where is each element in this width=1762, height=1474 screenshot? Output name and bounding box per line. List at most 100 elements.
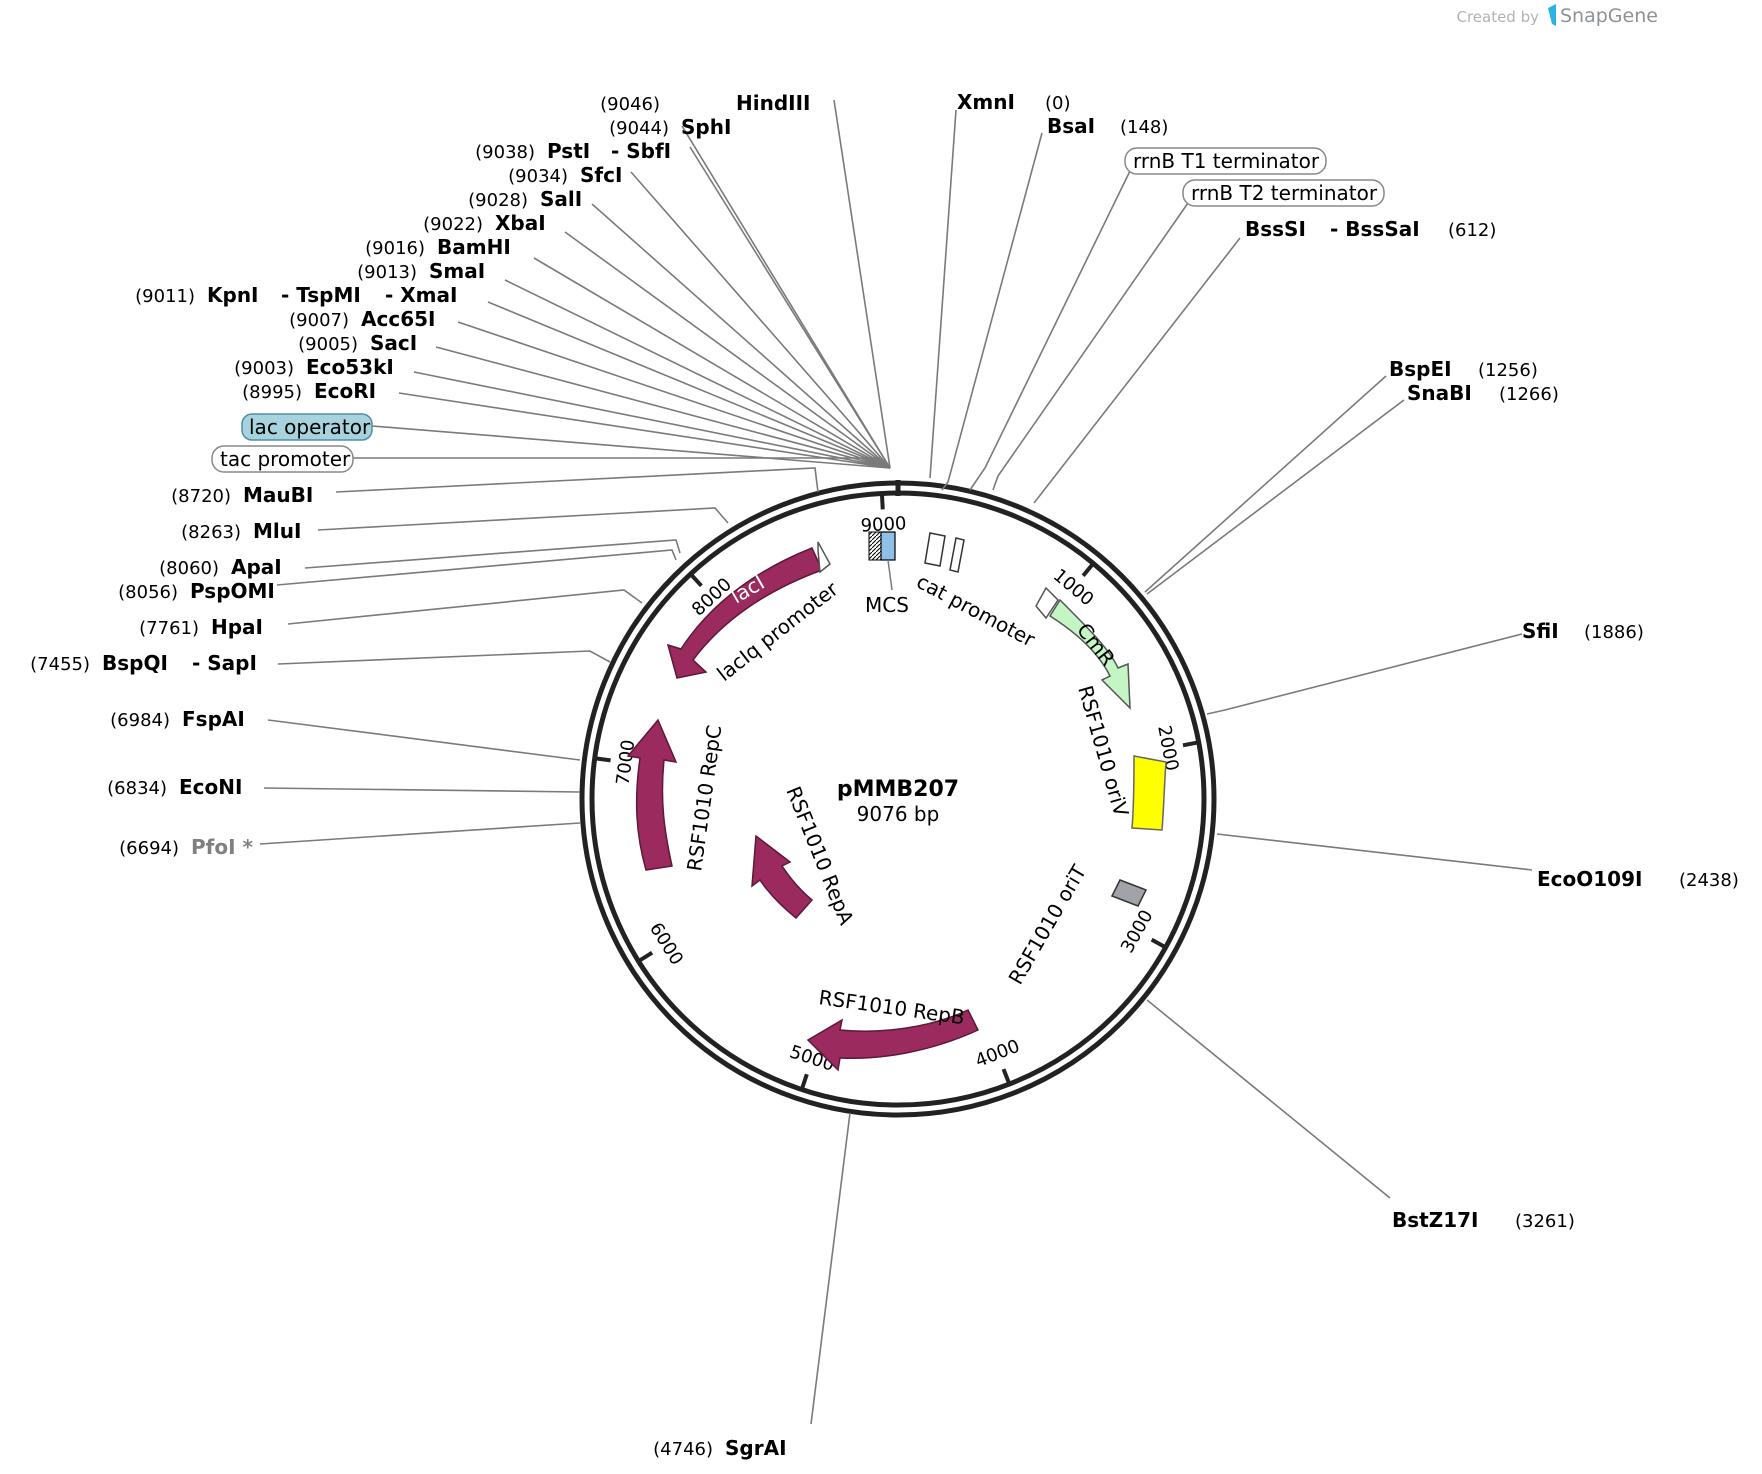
site-sgrai[interactable]: (4746) SgrAI [653, 1436, 786, 1460]
tac-promoter-label-box[interactable] [211, 445, 354, 473]
snapgene-credit[interactable]: Created by SnapGene [1456, 4, 1658, 27]
rrnb-t1-label-box[interactable] [1124, 147, 1327, 175]
site-pfoi[interactable]: (6694) PfoI * [119, 835, 253, 859]
feature-rsf1010-orit[interactable] [1110, 879, 1148, 907]
site-pos: (8263) [181, 522, 241, 543]
site-mlui[interactable]: (8263) MluI [181, 519, 301, 543]
feature-rsf1010-repb[interactable] [806, 1009, 980, 1072]
feature-rsf1010-repa[interactable] [751, 834, 814, 920]
site-pos: (3261) [1515, 1211, 1575, 1232]
leader-hpai [287, 589, 643, 625]
site-ecori[interactable]: (8995) EcoRI [242, 379, 376, 403]
site-sali[interactable]: (9028) SalI [468, 187, 582, 211]
leader-xmni [929, 109, 957, 479]
leader-apai [304, 539, 681, 569]
feature-rsf1010-repc[interactable] [626, 718, 678, 871]
site-xmni[interactable]: XmnI (0) [957, 90, 1071, 114]
tick-label-4000: 4000 [972, 1036, 1022, 1072]
site-name: BamHI [437, 235, 511, 259]
site-maubi[interactable]: (8720) MauBI [171, 483, 313, 507]
snapgene-logo-icon [1548, 4, 1556, 26]
tick-label-6000: 6000 [645, 919, 687, 969]
site-bsssi[interactable]: BssSI - BssSaI (612) [1245, 217, 1496, 241]
leader-lac-operator [371, 425, 891, 469]
site-bsai[interactable]: BsaI (148) [1047, 114, 1168, 138]
feature-cat-promoter[interactable] [1035, 586, 1059, 620]
site-name: ApaI [231, 555, 282, 579]
site-bstz17i[interactable]: BstZ17I (3261) [1392, 1208, 1575, 1232]
feature-mcs[interactable] [880, 531, 896, 561]
site-name: BspEI [1389, 357, 1452, 381]
site-acc65i[interactable]: (9007) Acc65I [289, 307, 435, 331]
site-name: SmaI [429, 259, 485, 283]
site-fspai[interactable]: (6984) FspAI [110, 707, 245, 731]
credit-prefix: Created by [1456, 8, 1539, 26]
site-econi[interactable]: (6834) EcoNI [107, 775, 242, 799]
site-bspei[interactable]: BspEI (1256) [1389, 357, 1538, 381]
site-smai[interactable]: (9013) SmaI [357, 259, 485, 283]
site-hpai[interactable]: (7761) HpaI [139, 615, 263, 639]
site-xbai[interactable]: (9022) XbaI [423, 211, 546, 235]
site-name: SfcI [580, 163, 622, 187]
tick-mark-5000 [799, 1073, 809, 1091]
site-sfci[interactable]: (9034) SfcI [508, 163, 622, 187]
site-ecoo109i[interactable]: EcoO109I (2438) [1537, 867, 1739, 891]
plasmid-name: pMMB207 [837, 777, 959, 802]
feature-rsf1010-oriv[interactable] [1131, 755, 1167, 831]
tick-label-9000: 9000 [860, 513, 907, 536]
site-hindiii[interactable]: (9046) HindIII [600, 91, 810, 115]
feature-laciq-promoter[interactable] [817, 541, 831, 574]
rsf1010-repc-label: RSF1010 RepC [682, 723, 726, 872]
leader-smai [504, 279, 891, 469]
site-kpni[interactable]: (9011) KpnI - TspMI - XmaI [135, 283, 457, 307]
rrnb-t2-label: rrnB T2 terminator [1191, 181, 1378, 205]
credit-brand: SnapGene [1560, 5, 1658, 27]
site-pos: (6834) [107, 778, 167, 799]
site-name: BspQI [102, 651, 168, 675]
site-psti[interactable]: (9038) PstI - SbfI [475, 139, 671, 163]
feature-laci[interactable] [666, 547, 824, 679]
site-name: SgrAI [725, 1436, 787, 1460]
site-name-alt: - BssSaI [1330, 217, 1420, 241]
leader-sfii [1206, 633, 1523, 715]
site-pos: (9003) [234, 358, 294, 379]
tick-label-3000: 3000 [1117, 906, 1158, 956]
tick-mark-9000 [879, 493, 885, 510]
site-pos: (8720) [171, 486, 231, 507]
rrnb-t2-label-box[interactable] [1182, 179, 1385, 207]
site-pspomi[interactable]: (8056) PspOMI [118, 579, 275, 603]
site-pos: (9013) [357, 262, 417, 283]
feature-rrnb-t1[interactable] [924, 532, 946, 567]
feature-rrnb-t2[interactable] [949, 537, 965, 573]
plasmid-length: 9076 bp [857, 802, 940, 826]
site-pos: (9011) [135, 286, 195, 307]
leader-bstz17i [1146, 999, 1391, 1199]
site-bspqi[interactable]: (7455) BspQI - SapI [30, 651, 257, 675]
tick-mark-2000 [1182, 740, 1200, 748]
site-name: FspAI [182, 707, 245, 731]
site-apai[interactable]: (8060) ApaI [159, 555, 282, 579]
site-name: BssSI [1245, 217, 1306, 241]
site-bamhi[interactable]: (9016) BamHI [365, 235, 511, 259]
site-sfii[interactable]: SfiI (1886) [1522, 619, 1644, 643]
tac-promoter-label: tac promoter [220, 447, 351, 471]
leader-sfci [630, 171, 891, 469]
site-pos: (6694) [119, 838, 179, 859]
site-name: BsaI [1047, 114, 1095, 138]
leader-sali [591, 203, 891, 469]
site-eco53ki[interactable]: (9003) Eco53kI [234, 355, 394, 379]
site-sphi[interactable]: (9044) SphI [609, 115, 731, 139]
site-name: HindIII [736, 91, 810, 115]
site-pos: (8060) [159, 558, 219, 579]
site-name: EcoRI [314, 379, 376, 403]
leader-pspomi [276, 549, 677, 586]
site-snabi[interactable]: SnaBI (1266) [1407, 381, 1559, 405]
site-saci[interactable]: (9005) SacI [298, 331, 417, 355]
site-name-alt: - SapI [192, 651, 257, 675]
site-name: SalI [540, 187, 582, 211]
lac-operator-label-box[interactable] [241, 413, 373, 441]
feature-cmr[interactable] [1048, 598, 1131, 710]
leader-bspei [1144, 375, 1387, 593]
leader-bsai [941, 132, 1043, 491]
leader-snabi [1146, 399, 1405, 595]
